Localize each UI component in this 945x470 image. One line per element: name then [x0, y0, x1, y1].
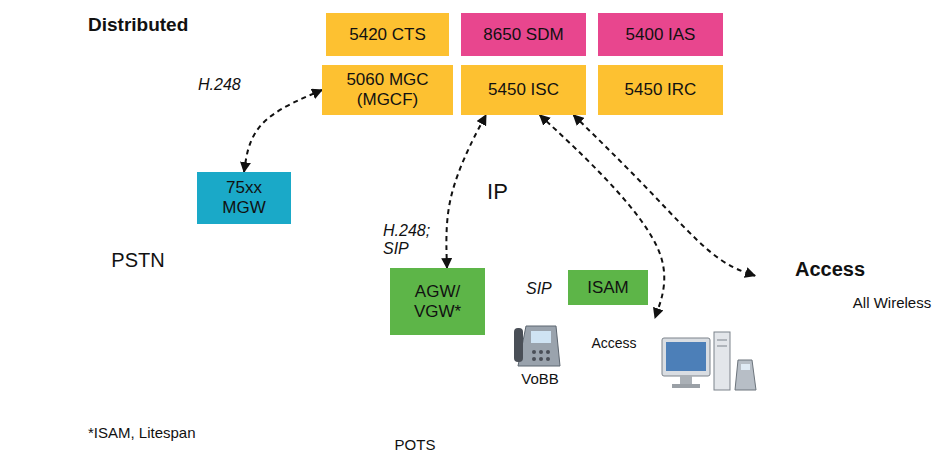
protocol-label: H.248; SIP: [383, 222, 439, 259]
phone-key: [539, 350, 543, 354]
monitor-base: [672, 384, 700, 388]
monitor-stand: [680, 376, 692, 384]
title-holder: Distributed: [88, 14, 188, 36]
frame-border: [70, 2, 942, 466]
pc-tower: [714, 332, 730, 390]
cloud-lobe: [80, 228, 165, 285]
dashed-connector: [574, 115, 756, 276]
cloud-lobe: [89, 230, 232, 289]
cloud-lobe: [757, 260, 799, 291]
node-label: IP: [487, 179, 508, 204]
caption-text: All Wireless: [850, 294, 934, 311]
cloud-lobe: [153, 228, 241, 287]
protocol-label: SIP: [526, 280, 566, 298]
node-label: PSTN: [111, 249, 164, 272]
phone-handset: [514, 328, 523, 362]
tower-brace: [874, 150, 886, 190]
node-label: 8650 SDM: [483, 25, 563, 45]
antenna-panel: [877, 28, 883, 64]
connector-group: [244, 90, 755, 318]
device-label: VoBB: [510, 370, 570, 387]
label-holder: POTS: [380, 436, 450, 453]
desk-phone-screen: [741, 364, 750, 370]
cloud-lobe: [642, 334, 670, 359]
computer: [662, 332, 756, 390]
node-label: 5450 ISC: [488, 80, 559, 100]
dashed-connector: [446, 115, 486, 268]
desk-phone: [735, 360, 756, 390]
node-label: Access: [591, 335, 636, 351]
server-box: 5420 CTS: [326, 13, 449, 56]
edge-label-holder: H.248; SIP: [383, 222, 439, 259]
node-label: 5400 IAS: [626, 25, 696, 45]
cloud-lobe: [157, 214, 232, 263]
cloud-lobe: [863, 260, 905, 291]
edge-label-holder: H.248: [198, 76, 258, 94]
cloud-lobe: [510, 101, 675, 227]
access-node-box: ISAM: [568, 270, 648, 305]
tower-brace: [874, 150, 886, 190]
antenna-panel: [888, 30, 895, 64]
server-box: 5060 MGC (MGCF): [322, 65, 453, 115]
node-label: 5060 MGC (MGCF): [328, 70, 447, 109]
phone-body: [518, 326, 560, 366]
cloud-lobe: [405, 106, 555, 232]
label-holder: VoBB: [510, 370, 570, 387]
device-label: POTS: [380, 436, 450, 453]
phone-screen: [531, 331, 551, 343]
phone-wire: [436, 335, 438, 358]
edge-label-holder: SIP: [526, 280, 566, 298]
dashed-connector: [244, 90, 322, 172]
tower-dish: [886, 113, 896, 131]
access-cloud: Access: [755, 240, 905, 295]
media-gateway-box: 75xx MGW: [197, 172, 291, 224]
cloud-lobe: [197, 242, 245, 288]
tower-top: [876, 8, 884, 24]
drive-slot: [717, 340, 727, 341]
node-label: ISAM: [587, 278, 629, 298]
server-box: 5450 ISC: [461, 65, 586, 115]
node-label: 5450 IRC: [625, 80, 697, 100]
network-cloud: IP: [330, 95, 705, 305]
cloud-shape: [330, 95, 705, 305]
tower-platform: [867, 90, 893, 96]
phone-base: [392, 372, 440, 398]
tower-mast: [872, 22, 888, 262]
node-label: 75xx MGW: [218, 178, 270, 217]
cloud-lobe: [767, 252, 893, 292]
node-label: Access: [795, 258, 865, 281]
node-label: 5420 CTS: [349, 25, 426, 45]
diagram-title: Distributed: [88, 14, 188, 36]
phone-key: [532, 357, 536, 361]
cloud-lobe: [578, 328, 662, 360]
server-box: 5400 IAS: [598, 13, 723, 56]
cloud-lobe: [503, 135, 698, 286]
footnote: *ISAM, Litespan: [88, 424, 308, 441]
protocol-label: H.248: [198, 76, 258, 94]
node-label: AGW/ VGW*: [406, 282, 470, 321]
server-box: 8650 SDM: [461, 13, 586, 56]
drive-slot: [717, 346, 727, 347]
label-holder: All Wireless: [850, 294, 934, 311]
phone-key: [539, 357, 543, 361]
server-box: 5450 IRC: [598, 65, 723, 115]
monitor: [662, 338, 710, 376]
cell-tower: [865, 8, 896, 262]
phone-key: [546, 350, 550, 354]
phone-dial: [409, 380, 421, 392]
network-cloud: PSTN: [75, 212, 245, 294]
phone-handset: [386, 358, 444, 374]
voip-phone: [514, 326, 560, 366]
access-gateway-box: AGW/ VGW*: [390, 268, 485, 335]
phone-key: [532, 350, 536, 354]
access-cloud: Access: [570, 318, 670, 362]
antenna-panel: [865, 30, 872, 64]
cloud-lobe: [341, 137, 529, 284]
pots-phone: [386, 358, 444, 398]
dashed-connector: [540, 115, 665, 318]
monitor-screen: [666, 342, 706, 371]
label-holder: *ISAM, Litespan: [88, 424, 308, 441]
phone-key: [546, 357, 550, 361]
